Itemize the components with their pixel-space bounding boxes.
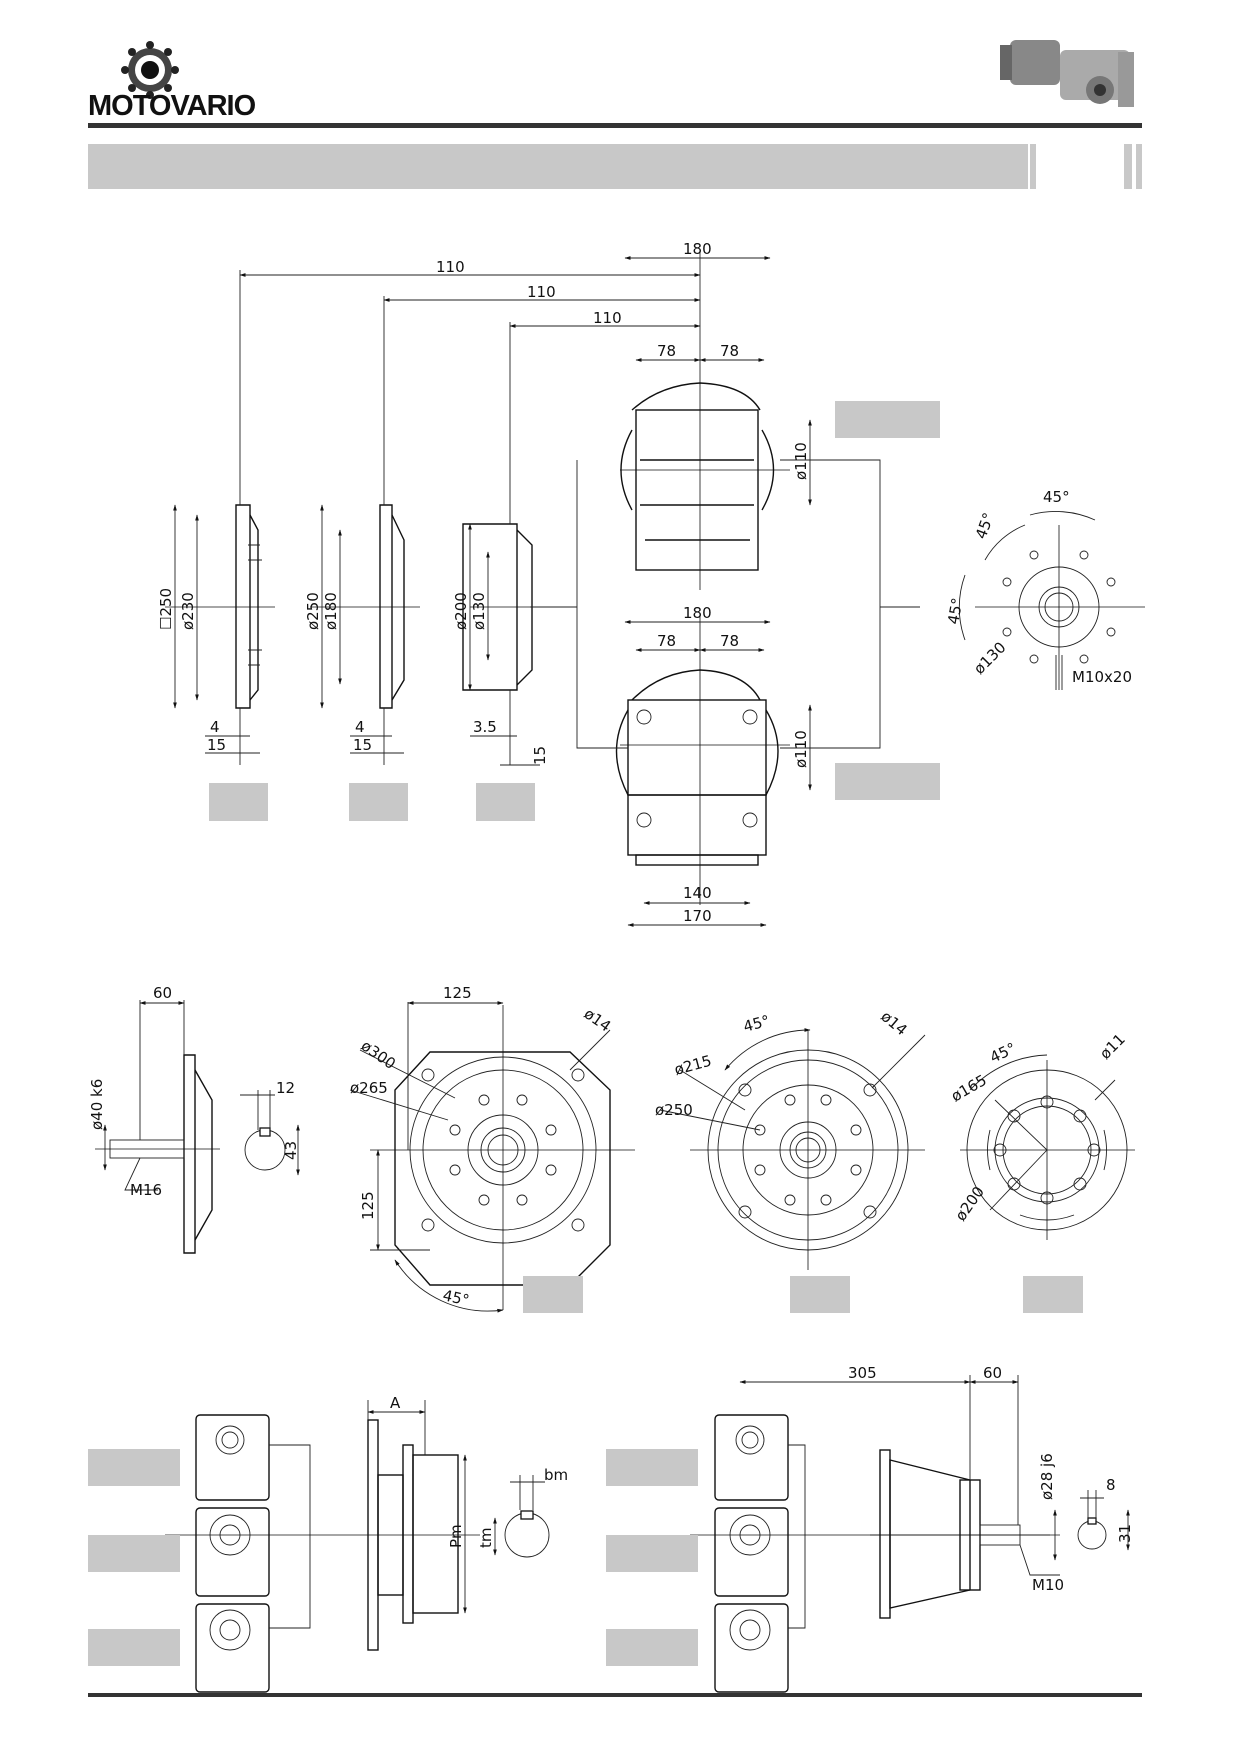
gearbox-mounting-left [165,1414,360,1693]
dimension-label: 78 [657,342,676,360]
dimension-label: 45° [1043,488,1070,506]
dimension-label: ø200 [452,592,470,630]
dimension-label: ø250 [304,592,322,630]
dimension-label: ø165 [948,1071,990,1105]
dimension-label: 60 [153,984,172,1002]
dimension-label: M10 [1032,1576,1064,1594]
dimension-labels-middle: 60 ø40 k6 M16 12 43 125 125 ø300 ø265 ø1… [88,984,1129,1309]
dimension-label: ø28 j6 [1038,1453,1056,1500]
dimension-label: ø130 [470,592,488,630]
dimension-label: ø14 [877,1007,910,1039]
dimension-label: 125 [443,984,472,1002]
square-flange-view [349,1001,635,1313]
dimension-label: 60 [983,1364,1002,1382]
gearbox-view-top [620,250,790,590]
dimension-label: ☐250 [157,588,175,630]
dimension-label: ø11 [1096,1030,1129,1063]
dimension-label: 45° [944,596,966,625]
flange-view-2 [310,296,420,765]
dimension-label: 180 [683,240,712,258]
motovario-logo: MOTOVARIO [88,41,257,122]
dimension-label: ø110 [792,730,810,768]
flange-view-1 [165,270,275,765]
gearmotor-thumbnail [1000,40,1134,107]
dimension-label: 12 [276,1079,295,1097]
gearbox-view-bottom [615,615,790,905]
dimension-label: ø130 [970,638,1009,677]
dimension-label: 78 [720,342,739,360]
output-shaft-section [1077,1490,1130,1551]
dimension-label: 305 [848,1364,877,1382]
dimension-label: M10x20 [1072,668,1132,686]
dimension-label: 78 [657,632,676,650]
dimension-label: 31 [1116,1524,1134,1543]
dimension-label: 110 [436,258,465,276]
dimension-label: 45° [441,1286,471,1309]
dimension-label: 4 [355,718,365,736]
dimension-labels-bottom: A bm tm Pm 305 60 ø28 j6 8 31 M10 [390,1364,1134,1594]
small-flange-view [960,1054,1135,1240]
output-shaft-side-view [739,1375,1060,1619]
dimension-label: ø265 [350,1079,388,1097]
dimension-label: 45° [741,1012,771,1036]
dimension-label: 8 [1106,1476,1116,1494]
hollow-shaft-side-view [360,1400,480,1651]
dimension-label: 4 [210,718,220,736]
dimension-label: 43 [282,1141,300,1160]
label-boxes-bottom [88,1449,698,1666]
gearbox-mounting-right [690,1414,1050,1693]
brand-name: MOTOVARIO [88,90,256,122]
dimension-label: 15 [207,736,226,754]
footer-rule [88,1693,1142,1697]
header-rule [88,123,1142,128]
dimension-label: 180 [683,604,712,622]
dimension-label: ø215 [672,1052,713,1079]
dimension-label: 170 [683,907,712,925]
shaft-section-key-1 [240,1090,300,1176]
dimension-label: 125 [359,1191,377,1220]
dimension-label: 3.5 [473,718,497,736]
dimension-label: tm [477,1528,495,1549]
dimension-label: 78 [720,632,739,650]
dimension-label: ø180 [322,592,340,630]
dimension-lines-top [173,256,1063,927]
shaft-side-view [95,1000,220,1254]
dimension-label: 140 [683,884,712,902]
title-bar [88,144,1142,189]
dimension-label: 15 [531,746,549,765]
round-flange-view [659,1028,926,1270]
dimension-label: bm [544,1466,568,1484]
dimension-label: ø230 [179,592,197,630]
dimension-label: ø110 [792,442,810,480]
dimension-label: M16 [130,1181,162,1199]
label-boxes-middle [523,1276,1083,1313]
hollow-shaft-section [493,1475,550,1558]
dimension-label: A [390,1394,401,1412]
dimension-label: ø300 [358,1037,399,1073]
dimension-label: ø250 [655,1101,693,1119]
dimension-labels-top: 180 110 110 110 78 78 180 78 78 140 170 … [157,240,1132,925]
dimension-label: 110 [527,283,556,301]
dimension-label: 15 [353,736,372,754]
dimension-label: ø200 [952,1183,988,1224]
dimension-label: ø40 k6 [88,1079,106,1130]
dimension-label: 45° [972,510,998,541]
dimension-label: Pm [447,1524,465,1548]
label-boxes-top [209,401,940,821]
dimension-label: 45° [987,1039,1019,1067]
flange-view-3 [462,322,545,765]
dimension-label: 110 [593,309,622,327]
flange-end-view [958,511,1145,690]
connector-bracket [530,459,920,749]
